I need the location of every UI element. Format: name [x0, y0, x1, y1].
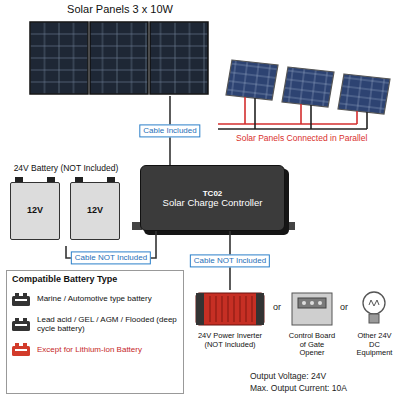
icon-terminal: [15, 343, 19, 346]
parallel-wire-red: [218, 97, 357, 124]
node-text: 12V: [87, 205, 103, 215]
legend-entry: Lead acid / GEL / AGM / Flooded (deep cy…: [10, 315, 180, 333]
inverter-symbol: [196, 293, 264, 325]
solar-panels: [30, 22, 208, 94]
node-text: TC02: [203, 189, 223, 198]
legend-sample: [12, 346, 30, 356]
solar-panel: [90, 22, 148, 94]
charge-controller: TC02Solar Charge Controller: [140, 165, 285, 231]
parallel-wire-black: [218, 98, 367, 129]
tilted-panel: [282, 67, 334, 107]
bulb-glass: [363, 292, 385, 314]
spec-label: Max. Output Current: 10A: [250, 384, 347, 394]
icon-terminal: [15, 318, 19, 321]
tilted-panel: [226, 60, 278, 100]
node-text: Control Board of Gate Opener: [288, 332, 336, 358]
node-text: Solar Panels 3 x 10W: [67, 3, 173, 16]
screw: [310, 301, 314, 305]
legend-text: Except for Lithium-ion Battery: [37, 345, 142, 354]
tilted-panel: [338, 74, 390, 114]
node-text: 24V Battery (NOT Included): [14, 164, 119, 174]
icon-terminal: [23, 318, 27, 321]
power-inverter: 24V Power Inverter (NOT Included): [190, 290, 270, 352]
or-label: or: [340, 302, 348, 312]
inverter-cap: [196, 293, 204, 325]
battery-icon: [10, 342, 32, 356]
solar-panel-array: Solar Panels 3 x 10W: [28, 3, 212, 96]
gate-opener-board: Control Board of Gate Opener: [286, 290, 338, 360]
cable-label: Cable NOT Included: [190, 254, 270, 267]
or-label: or: [273, 302, 281, 312]
battery: 12V: [10, 182, 60, 240]
tilted-panels: [218, 60, 390, 129]
spec-label: Output Voltage: 24V: [250, 372, 326, 382]
screw: [318, 301, 322, 305]
inverter-body: [196, 293, 264, 325]
cable-label: Cable Included: [139, 124, 200, 137]
note-label: Solar Panels Connected in Parallel: [236, 134, 367, 144]
battery-icon: [10, 317, 32, 331]
legend-sample: [12, 321, 30, 331]
node-text: Solar Charge Controller: [163, 198, 263, 209]
legend-text: Lead acid / GEL / AGM / Flooded (deep cy…: [37, 315, 180, 333]
icon-terminal: [23, 293, 27, 296]
icon-terminal: [15, 293, 19, 296]
node-text: 24V Power Inverter (NOT Included): [192, 332, 268, 349]
legend-heading: Compatible Battery Type: [12, 274, 117, 284]
inverter-cap: [256, 293, 264, 325]
legend-entry: Marine / Automotive type battery: [10, 292, 180, 306]
cable-label: Cable NOT Included: [71, 251, 151, 264]
legend-sample: [12, 296, 30, 306]
solar-panel: [30, 22, 88, 94]
board: [292, 293, 332, 325]
node-text: Other 24V DC Equipment: [354, 332, 395, 358]
legend-box: [6, 270, 184, 394]
filament: [369, 300, 379, 306]
icon-stripe: [15, 324, 27, 326]
legend-entry: Except for Lithium-ion Battery: [10, 342, 180, 356]
terminal-block: [298, 298, 326, 308]
icon-stripe: [15, 349, 27, 351]
solar-panel: [150, 22, 208, 94]
icon-stripe: [15, 299, 27, 301]
battery-bank: 24V Battery (NOT Included) 12V 12V: [6, 163, 126, 246]
dc-equipment: Other 24V DC Equipment: [352, 290, 397, 360]
screw: [302, 301, 306, 305]
legend-text: Marine / Automotive type battery: [37, 294, 152, 303]
gate-board-symbol: [292, 293, 332, 325]
bulb-symbol: [363, 292, 385, 323]
battery: 12V: [70, 182, 120, 240]
icon-terminal: [23, 343, 27, 346]
node-text: 12V: [27, 205, 43, 215]
battery-icon: [10, 292, 32, 306]
bulb-base: [369, 314, 379, 323]
legend-entries: Marine / Automotive type batteryLead aci…: [10, 292, 180, 365]
inverter-ribs: [210, 296, 252, 322]
